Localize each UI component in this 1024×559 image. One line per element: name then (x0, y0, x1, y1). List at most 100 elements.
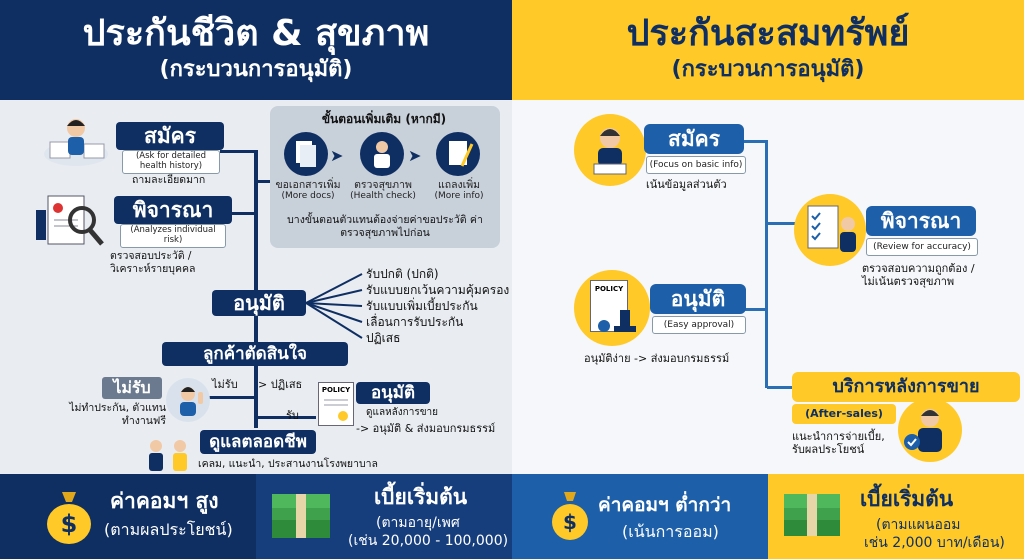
right-premium-sub2: เช่น 2,000 บาท/เดือน) (864, 535, 1005, 551)
left-premium-sub1: (ตามอายุ/เพศ (376, 515, 460, 531)
after-sales-sub: (After-sales) (792, 404, 896, 424)
extra-step-1-label: ขอเอกสารเพิ่ม (275, 179, 341, 191)
dollar-sign: $ (61, 510, 78, 538)
left-connector-extra (256, 180, 272, 183)
right-consider-note: ตรวจสอบความถูกต้อง / ไม่เน้นตรวจสุขภาพ (862, 262, 975, 288)
stressed-person-icon (40, 112, 112, 168)
right-consider-sub: (Review for accuracy) (866, 238, 978, 256)
left-consider-sub: (Analyzes individual risk) (120, 224, 226, 248)
left-commission-sub: (ตามผลประโยชน์) (104, 520, 233, 539)
money-bag-icon: $ (44, 486, 94, 546)
left-approve-label: อนุมัติ (212, 290, 306, 316)
left-subtitle: (กระบวนการอนุมัติ) (159, 57, 353, 82)
right-consider-label: พิจารณา (866, 206, 976, 236)
extra-step-1: ขอเอกสารเพิ่ม (More docs) (272, 180, 344, 202)
branch-reject: > ปฏิเสธ (258, 378, 303, 391)
left-connector-notaccept (168, 396, 256, 399)
health-check-icon (360, 132, 404, 176)
waving-person-icon (166, 378, 210, 422)
customer-decides-label: ลูกค้าตัดสินใจ (162, 342, 348, 366)
outcome-list: รับปกติ (ปกติ) รับแบบยกเว้นความคุ้มครอง … (366, 266, 509, 346)
policy-stamp-icon: POLICY (574, 270, 650, 346)
left-apply-sub: (Ask for detailed health history) (122, 150, 220, 174)
right-connector-apply (740, 140, 767, 143)
left-connector-accept (256, 416, 316, 419)
policy-document-icon: POLICY (318, 382, 354, 426)
extra-step-2-label: ตรวจสุขภาพ (354, 179, 412, 191)
extra-step-3-sub: (More info) (434, 191, 484, 201)
left-consider-note: ตรวจสอบประวัติ / วิเคราะห์รายบุคคล (110, 250, 196, 275)
right-connector-approve (740, 308, 767, 311)
right-approve-label: อนุมัติ (650, 284, 746, 314)
right-apply-label: สมัคร (644, 124, 744, 154)
footer-right-premium: เบี้ยเริ่มต้น (ตามแผนออม เช่น 2,000 บาท/… (768, 474, 1024, 559)
left-connector-apply (220, 150, 256, 153)
left-apply-label: สมัคร (116, 122, 224, 150)
footer-left-premium: เบี้ยเริ่มต้น (ตามอายุ/เพศ (เช่น 20,000 … (256, 474, 512, 559)
right-approve-note: อนุมัติง่าย -> ส่งมอบกรมธรรม์ (584, 352, 730, 365)
left-commission-title: ค่าคอมฯ สูง (110, 489, 219, 513)
not-accept-label: ไม่รับ (102, 377, 162, 399)
extra-step-2: ตรวจสุขภาพ (Health check) (346, 180, 420, 202)
left-approve2-note1: ดูแลหลังการขาย (366, 407, 439, 418)
right-title: ประกันสะสมทรัพย์ (626, 13, 910, 54)
right-header: ประกันสะสมทรัพย์ (กระบวนการอนุมัติ) (512, 0, 1024, 100)
left-approve2-note2: -> อนุมัติ & ส่งมอบกรมธรรม์ (356, 422, 496, 435)
outcome-item: รับปกติ (ปกติ) (366, 267, 439, 281)
extra-step-3-label: แถลงเพิ่ม (437, 179, 481, 191)
magnifier-document-icon (34, 190, 110, 252)
advisor-icon (898, 398, 962, 462)
policy-doc-text: POLICY (594, 285, 624, 293)
right-connector-aftersales (767, 386, 797, 389)
left-connector-main (254, 150, 258, 290)
right-approve-sub: (Easy approval) (652, 316, 746, 334)
extra-step-1-sub: (More docs) (281, 191, 335, 201)
extra-step-2-sub: (Health check) (350, 191, 416, 201)
outcome-item: รับแบบเพิ่มเบี้ยประกัน (366, 299, 478, 313)
arrow-right-icon: ➤ (330, 146, 344, 165)
outcome-item: เลื่อนการรับประกัน (366, 315, 464, 329)
agent-customer-icon (140, 436, 196, 472)
right-connector-consider (767, 222, 797, 225)
left-consider-label: พิจารณา (114, 196, 232, 224)
left-header: ประกันชีวิต & สุขภาพ (กระบวนการอนุมัติ) (0, 0, 512, 100)
arrow-right-icon: ➤ (408, 146, 422, 165)
right-subtitle: (กระบวนการอนุมัติ) (671, 57, 865, 82)
after-sales-note: แนะนำการจ่ายเบี้ย, รับผลประโยชน์ (792, 430, 885, 456)
extra-step-3: แถลงเพิ่ม (More info) (424, 180, 494, 202)
left-premium-title: เบี้ยเริ่มต้น (374, 485, 468, 509)
footer-right-commission: $ ค่าคอมฯ ต่ำกว่า (เน้นการออม) (512, 474, 768, 559)
lifelong-care-note: เคลม, แนะนำ, ประสานงานโรงพยาบาล (198, 458, 378, 470)
extra-steps-title: ขั้นตอนเพิ่มเติม (หากมี) (321, 112, 447, 126)
extra-steps-note: บางขั้นตอนตัวแทนต้องจ่ายค่าขอประวัติ ค่า… (287, 214, 483, 239)
checklist-person-icon (794, 194, 866, 266)
money-bag-icon: $ (550, 488, 590, 542)
left-title: ประกันชีวิต & สุขภาพ (82, 13, 430, 54)
right-commission-title: ค่าคอมฯ ต่ำกว่า (598, 494, 732, 516)
branch-accept: รับ (286, 409, 299, 422)
writing-person-icon (574, 114, 646, 186)
right-premium-title: เบี้ยเริ่มต้น (860, 487, 954, 511)
policy-doc-text: POLICY (321, 386, 351, 394)
left-premium-sub2: (เช่น 20,000 - 100,000) (348, 533, 509, 549)
footer-left-commission: $ ค่าคอมฯ สูง (ตามผลประโยชน์) (0, 474, 256, 559)
documents-icon (284, 132, 328, 176)
outcome-fan-lines (306, 273, 363, 339)
right-commission-sub: (เน้นการออม) (622, 522, 719, 541)
dollar-sign: $ (563, 510, 577, 534)
cash-stack-icon (782, 490, 842, 540)
right-premium-sub1: (ตามแผนออม (876, 517, 961, 533)
branch-not-accept: ไม่รับ (212, 378, 238, 391)
left-apply-note: ถามละเอียดมาก (132, 174, 206, 186)
left-connector-decide (254, 364, 258, 428)
lifelong-care-label: ดูแลตลอดชีพ (200, 430, 316, 454)
outcome-item: ปฏิเสธ (366, 331, 401, 345)
left-approve2-label: อนุมัติ (356, 382, 430, 404)
cash-stack-icon (268, 488, 334, 544)
right-apply-note: เน้นข้อมูลส่วนตัว (646, 178, 727, 191)
left-connector-consider (230, 212, 256, 215)
not-accept-note: ไม่ทำประกัน, ตัวแทนทำงานฟรี (69, 402, 166, 427)
right-connector-main (765, 140, 768, 388)
extra-steps-box (270, 106, 500, 248)
